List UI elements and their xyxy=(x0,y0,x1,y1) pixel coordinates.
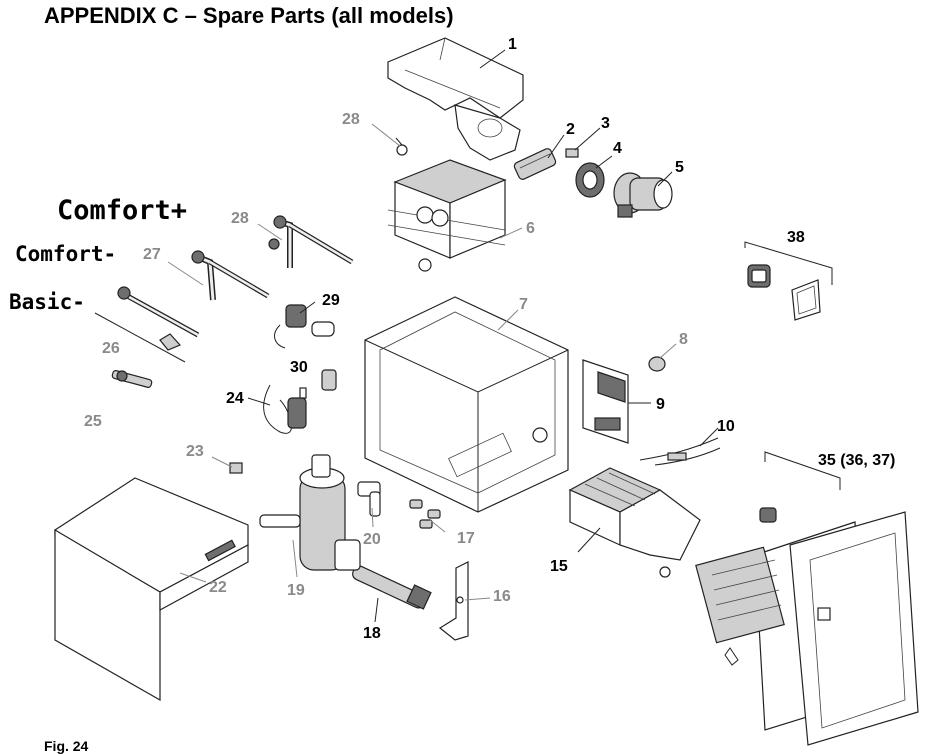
part-5-burner xyxy=(613,172,673,218)
callout-27: 27 xyxy=(143,246,161,263)
callout-10: 10 xyxy=(717,418,735,435)
leader-lines xyxy=(167,49,841,623)
callout-23: 23 xyxy=(186,443,204,460)
callout-29: 29 xyxy=(322,292,340,309)
callout-38: 38 xyxy=(787,229,805,246)
part-16-bracket xyxy=(438,561,469,641)
part-20-fitting xyxy=(357,481,381,517)
callout-16: 16 xyxy=(493,588,511,605)
part-35-cover-assembly xyxy=(695,507,919,746)
part-18-heating-rod xyxy=(352,565,432,610)
callout-18: 18 xyxy=(363,625,381,642)
callout-9: 9 xyxy=(656,396,665,413)
callout-20: 20 xyxy=(363,531,381,548)
callout-3: 3 xyxy=(601,115,610,132)
part-22-base-plate xyxy=(54,477,249,702)
part-9-control-board xyxy=(582,359,629,444)
part-2-grille xyxy=(513,148,557,180)
callout-numbers: 1 2 3 4 5 6 7 8 9 10 15 16 17 18 19 20 2… xyxy=(84,36,895,642)
callout-25: 25 xyxy=(84,413,102,430)
part-28-screw xyxy=(395,137,408,156)
part-19-tank xyxy=(259,454,361,571)
part-17-clips xyxy=(409,499,441,529)
part-28-rod-comfort-plus xyxy=(268,215,354,268)
figure-caption: Fig. 24 xyxy=(44,738,89,754)
part-29-valve xyxy=(274,304,335,349)
variant-label-comfort-plus: Comfort+ xyxy=(57,195,188,226)
part-23-clip xyxy=(229,462,243,474)
part-10-cable xyxy=(639,437,721,466)
callout-2: 2 xyxy=(566,121,575,138)
callout-6: 6 xyxy=(526,220,535,237)
part-4-ring xyxy=(575,162,605,198)
callout-1: 1 xyxy=(508,36,517,53)
callout-5: 5 xyxy=(675,159,684,176)
part-15-heating-element xyxy=(568,467,701,578)
variant-label-basic-minus: Basic- xyxy=(9,290,85,314)
callout-28-rod: 28 xyxy=(231,210,249,227)
part-27-rod-comfort xyxy=(191,250,270,301)
part-26-rod-basic xyxy=(94,286,200,363)
callout-15: 15 xyxy=(550,558,568,575)
callout-8: 8 xyxy=(679,331,688,348)
part-1-top-cover xyxy=(387,37,524,161)
callout-22: 22 xyxy=(209,579,227,596)
callout-24: 24 xyxy=(226,390,244,407)
part-3-clip xyxy=(565,148,579,158)
page-title: APPENDIX C – Spare Parts (all models) xyxy=(44,3,454,28)
part-8-grommet xyxy=(648,356,666,372)
variant-label-comfort-minus: Comfort- xyxy=(15,242,117,266)
part-6-heat-exchanger xyxy=(387,159,507,272)
callout-7: 7 xyxy=(519,296,528,313)
part-30-connector xyxy=(321,369,337,391)
callout-30: 30 xyxy=(290,359,308,376)
callout-4: 4 xyxy=(613,140,622,157)
part-7-casing xyxy=(364,296,569,513)
callout-19: 19 xyxy=(287,582,305,599)
part-24-sensor xyxy=(263,384,307,434)
callout-28-top: 28 xyxy=(342,111,360,128)
part-38-grille-cap xyxy=(747,264,821,321)
callout-35: 35 (36, 37) xyxy=(818,452,895,469)
callout-26: 26 xyxy=(102,340,120,357)
callout-17: 17 xyxy=(457,530,475,547)
part-25-pin xyxy=(111,370,153,388)
